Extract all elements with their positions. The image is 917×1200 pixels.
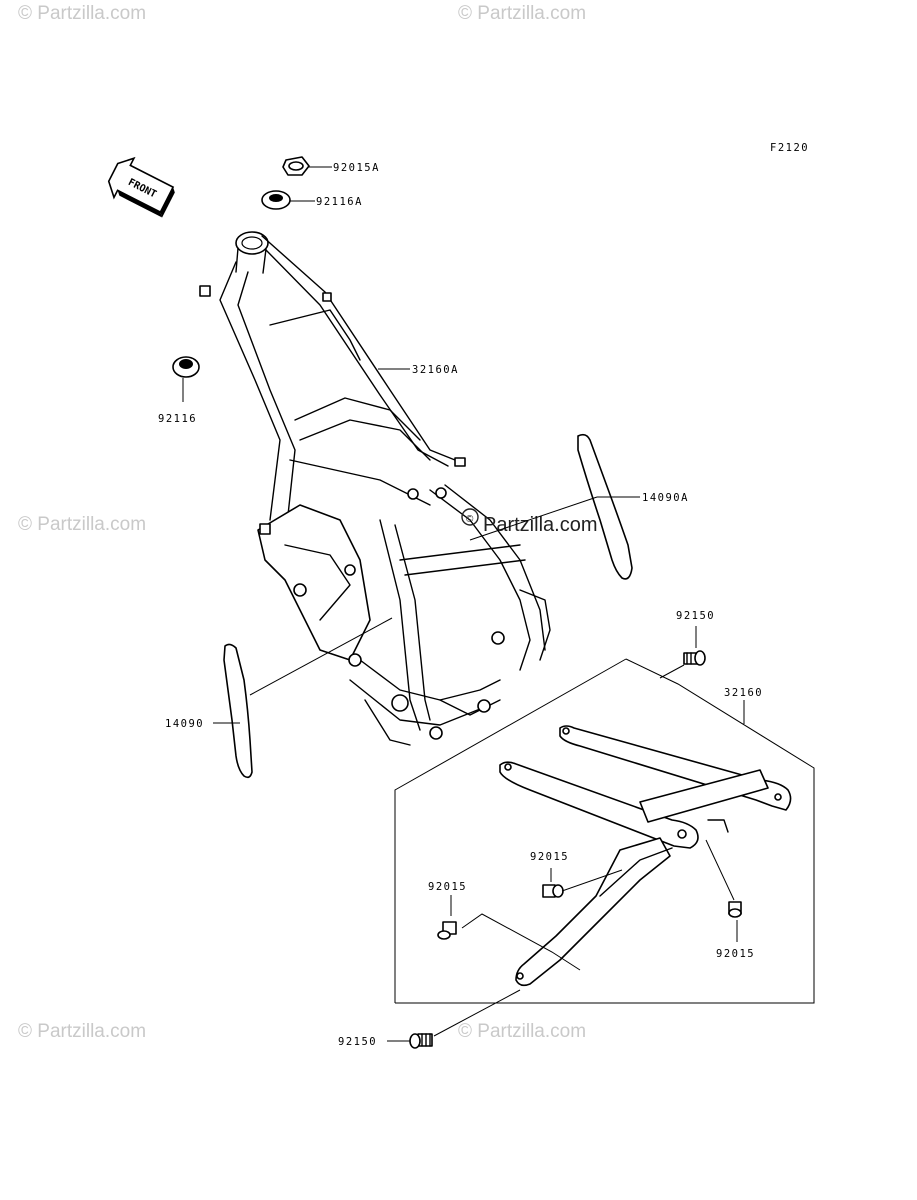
bolt-92015-right-icon — [705, 839, 742, 942]
bolt-92150-top-icon — [659, 626, 706, 679]
figure-code: F2120 — [770, 142, 809, 154]
watermark-mid-left: © Partzilla.com — [18, 514, 146, 535]
label-92015-right: 92015 — [716, 948, 755, 960]
label-92150-bottom: 92150 — [338, 1036, 377, 1048]
watermark-bottom-left: © Partzilla.com — [18, 1021, 146, 1042]
center-watermark-text: Partzilla.com — [483, 514, 597, 536]
front-arrow-icon: FRONT — [107, 156, 175, 218]
svg-text:©: © — [466, 514, 474, 525]
label-14090a: 14090A — [642, 492, 689, 504]
guard-14090a-icon — [469, 433, 640, 580]
seal-92116-icon — [172, 356, 200, 402]
rear-frame-box — [394, 658, 815, 1004]
label-92015-mid: 92015 — [530, 851, 569, 863]
nut-92015a-icon — [282, 156, 332, 176]
watermark-top-left: © Partzilla.com — [18, 3, 146, 24]
label-92116a: 92116A — [316, 196, 363, 208]
center-watermark: © Partzilla.com — [461, 508, 597, 536]
bolt-92015-mid-icon — [542, 868, 623, 898]
watermark-top-center: © Partzilla.com — [458, 3, 586, 24]
watermark-bottom-center: © Partzilla.com — [458, 1021, 586, 1042]
label-92015a: 92015A — [333, 162, 380, 174]
bolt-92150-bottom-icon — [387, 989, 521, 1049]
label-92116: 92116 — [158, 413, 197, 425]
label-32160a: 32160A — [412, 364, 459, 376]
label-92150-top: 92150 — [676, 610, 715, 622]
main-frame-icon — [199, 231, 551, 746]
seal-92116a-icon — [261, 190, 315, 210]
guard-14090-icon — [213, 617, 393, 779]
label-14090: 14090 — [165, 718, 204, 730]
rear-frame-icon — [499, 725, 792, 987]
label-92015-left: 92015 — [428, 881, 467, 893]
label-32160: 32160 — [724, 687, 763, 699]
watermark-group: © Partzilla.com © Partzilla.com © Partzi… — [18, 3, 586, 1042]
bolt-92015-left-icon — [437, 895, 581, 971]
